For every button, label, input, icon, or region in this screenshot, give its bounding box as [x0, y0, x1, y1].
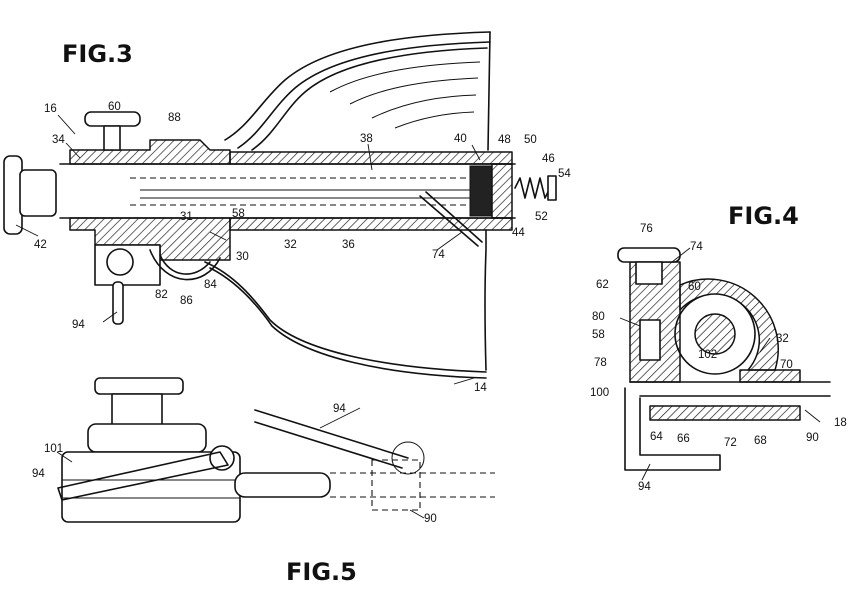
ref-label: 94 [72, 319, 85, 331]
ref-label: 32 [776, 333, 789, 345]
ref-label: 94 [333, 403, 346, 415]
fig5-reference-numerals: 94 101 94 90 [32, 403, 437, 525]
ref-label: 30 [236, 251, 249, 263]
ref-label: 40 [454, 133, 467, 145]
ref-label: 64 [650, 431, 663, 443]
ref-label: 88 [168, 112, 181, 124]
ref-label: 48 [498, 134, 511, 146]
ref-label: 16 [44, 103, 57, 115]
ref-label: 90 [806, 432, 819, 444]
ref-label: 94 [32, 468, 45, 480]
ref-label: 50 [524, 134, 537, 146]
fig5-drawing [57, 377, 495, 523]
ref-label: 60 [108, 101, 121, 113]
ref-label: 90 [424, 513, 437, 525]
ref-label: 76 [640, 223, 653, 235]
ref-label: 18 [834, 417, 847, 429]
ref-label: 86 [180, 295, 193, 307]
ref-label: 84 [204, 279, 217, 291]
ref-label: 74 [432, 249, 445, 261]
fig5-title: FIG.5 [286, 558, 357, 586]
fig4-reference-numerals: 76 74 62 60 80 58 32 102 78 70 100 18 64… [590, 223, 847, 493]
ref-label: 14 [474, 382, 487, 394]
ref-label: 68 [754, 435, 767, 447]
ref-label: 52 [535, 211, 548, 223]
ref-label: 66 [677, 433, 690, 445]
ref-label: 32 [284, 239, 297, 251]
fig3-title: FIG.3 [62, 40, 133, 68]
fig3-reference-numerals: 16 60 88 34 38 40 48 50 46 54 52 44 42 3… [34, 101, 571, 394]
ref-label: 74 [690, 241, 703, 253]
ref-label: 36 [342, 239, 355, 251]
ref-label: 54 [558, 168, 571, 180]
leader-lines [15, 114, 821, 519]
fig4-title: FIG.4 [728, 202, 799, 230]
ref-label: 34 [52, 134, 65, 146]
ref-label: 60 [688, 281, 701, 293]
fig4-drawing [617, 247, 831, 471]
ref-label: 102 [698, 349, 717, 361]
ref-label: 70 [780, 359, 793, 371]
ref-label: 82 [155, 289, 168, 301]
fig3-drawing [3, 31, 557, 379]
ref-label: 44 [512, 227, 525, 239]
ref-label: 58 [232, 208, 245, 220]
ref-label: 31 [180, 211, 193, 223]
ref-label: 58 [592, 329, 605, 341]
ref-label: 94 [638, 481, 651, 493]
ref-label: 42 [34, 239, 47, 251]
ref-label: 78 [594, 357, 607, 369]
ref-label: 101 [44, 443, 63, 455]
ref-label: 72 [724, 437, 737, 449]
ref-label: 80 [592, 311, 605, 323]
ref-label: 38 [360, 133, 373, 145]
ref-label: 62 [596, 279, 609, 291]
ref-label: 46 [542, 153, 555, 165]
ref-label: 100 [590, 387, 609, 399]
